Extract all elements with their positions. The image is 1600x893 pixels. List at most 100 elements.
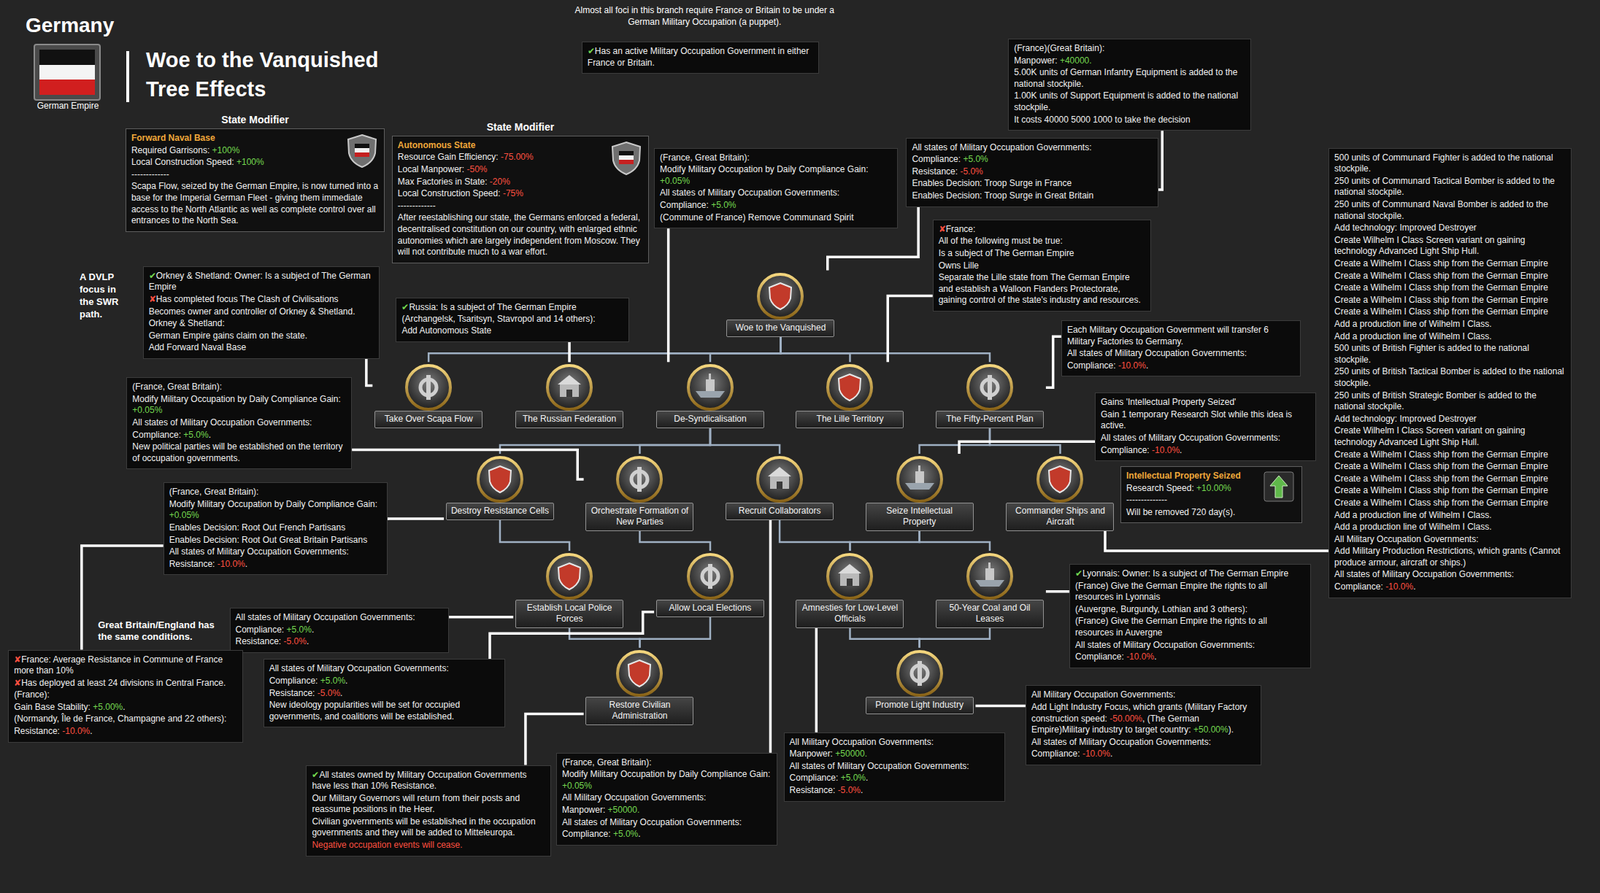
text-run: The Lille Territory bbox=[816, 413, 884, 425]
icon-ring bbox=[1037, 457, 1082, 502]
effect-line: Negative occupation events will cease. bbox=[311, 840, 546, 852]
leader-line bbox=[448, 616, 514, 619]
icon-glyph bbox=[915, 471, 925, 484]
focus-plaque: Promote Light Industry bbox=[865, 697, 974, 715]
icon-glyph bbox=[708, 373, 711, 381]
focus-node: Recruit Collaborators bbox=[723, 454, 836, 521]
icon-disc bbox=[547, 365, 592, 410]
effect-line: Create a Wilhelm I Class ship from the G… bbox=[1334, 449, 1566, 462]
effect-tooltip: Each Military Occupation Government will… bbox=[1061, 320, 1302, 377]
focus-node: The Fifty-Percent Plan bbox=[933, 362, 1046, 429]
tree-line bbox=[710, 428, 780, 455]
tree-line bbox=[919, 531, 990, 552]
text-run: Create a Wilhelm I Class ship from the G… bbox=[1334, 449, 1549, 460]
focus-name: The Fifty-Percent Plan bbox=[939, 413, 1041, 425]
text-run: 1.00K units of Support Equipment is adde… bbox=[1013, 90, 1238, 113]
text-run: Enables Decision: Troop Surge in Great B… bbox=[911, 190, 1094, 201]
icon-glyph bbox=[557, 375, 582, 385]
value-token: +5.00% bbox=[92, 702, 123, 713]
focus-name: Destroy Resistance Cells bbox=[449, 505, 551, 517]
text-run: German Empire gains claim on the state. bbox=[148, 330, 308, 341]
effect-line: 250 units of Communard Naval Bomber is a… bbox=[1334, 199, 1566, 222]
effect-line: Gain 1 temporary Research Slot while thi… bbox=[1100, 409, 1311, 433]
text-run: Compliance: bbox=[1031, 748, 1083, 760]
effect-line: ✔Russia: Is a subject of The German Empi… bbox=[401, 302, 624, 325]
text-run: Add Autonomous State bbox=[401, 325, 492, 336]
tooltip-icon bbox=[609, 140, 644, 177]
value-token: ✘ bbox=[13, 678, 22, 689]
value-token: -5.0% bbox=[837, 785, 861, 796]
focus-plaque: Commander Ships and Aircraft bbox=[1005, 502, 1114, 532]
text-run: . bbox=[208, 429, 211, 441]
effect-line: All Military Occupation Governments: bbox=[562, 792, 772, 805]
text-run: Modify Military Occupation by Daily Comp… bbox=[562, 769, 771, 780]
value-token: +0.05% bbox=[132, 405, 163, 416]
effect-tooltip: All states of Military Occupation Govern… bbox=[263, 659, 506, 728]
text-run: Resistance: bbox=[269, 688, 318, 699]
text-run: Resistance: bbox=[13, 726, 63, 737]
leader-line bbox=[887, 295, 933, 363]
effect-line: Add Light Industry Focus, which grants (… bbox=[1031, 702, 1256, 737]
text-run: Create Wilhelm I Class Screen variant on… bbox=[1334, 235, 1525, 257]
focus-node: Take Over Scapa Flow bbox=[372, 362, 485, 429]
focus-icon bbox=[684, 551, 736, 603]
effect-line: Each Military Occupation Government will… bbox=[1067, 324, 1296, 348]
icon-glyph bbox=[985, 568, 995, 581]
effect-line: All Military Occupation Governments: bbox=[1334, 534, 1566, 546]
text-run: All states of Military Occupation Govern… bbox=[1031, 737, 1211, 748]
effect-line: Resistance: -10.0%. bbox=[169, 559, 383, 571]
text-run: All states of Military Occupation Govern… bbox=[1100, 432, 1281, 444]
effect-line: ✘France: Average Resistance in Commune o… bbox=[13, 654, 238, 678]
icon-disc bbox=[478, 457, 522, 502]
icon-glyph bbox=[846, 578, 853, 587]
focus-icon bbox=[613, 648, 665, 700]
effect-tooltip: (France, Great Britain):Modify Military … bbox=[654, 148, 898, 230]
text-run: . bbox=[122, 702, 125, 713]
leader-line bbox=[387, 518, 444, 521]
text-run: . bbox=[340, 688, 343, 699]
effect-tooltip: 500 units of Communard Fighter is added … bbox=[1328, 148, 1572, 599]
focus-icon bbox=[754, 454, 806, 506]
focus-plaque: The Russian Federation bbox=[515, 410, 624, 429]
modifier-icon bbox=[354, 152, 370, 157]
text-run: Compliance: bbox=[132, 429, 184, 441]
value-token: -5.0% bbox=[317, 688, 341, 699]
icon-disc bbox=[967, 365, 1012, 410]
text-run: Compliance: bbox=[659, 200, 711, 211]
text-run: Add a production line of Wilhelm I Class… bbox=[1334, 521, 1492, 533]
focus-icon bbox=[402, 362, 455, 414]
effect-tooltip: ✔Orkney & Shetland: Owner: Is a subject … bbox=[143, 266, 380, 360]
value-token: ✔ bbox=[401, 302, 409, 313]
focus-node: Promote Light Industry bbox=[863, 648, 976, 715]
effect-line: Add a production line of Wilhelm I Class… bbox=[1334, 318, 1566, 331]
value-token: +10.00% bbox=[1196, 483, 1232, 494]
effect-line: (France, Great Britain): bbox=[132, 381, 346, 394]
text-run: Max Factories in State: bbox=[397, 176, 490, 187]
text-run: Enables Decision: Troop Surge in France bbox=[911, 178, 1072, 189]
text-run: Compliance: bbox=[911, 154, 963, 165]
text-run: Civilian governments will be established… bbox=[311, 816, 536, 839]
text-run: Compliance: bbox=[1075, 651, 1127, 663]
effect-line: 5.00K units of German Infantry Equipment… bbox=[1013, 67, 1246, 90]
effect-line: Compliance: +5.0% bbox=[911, 154, 1152, 166]
text-run: Lyonnais: Owner: Is a subject of The Ger… bbox=[1082, 568, 1289, 579]
text-run: . bbox=[89, 726, 92, 737]
text-run: Allow Local Elections bbox=[669, 602, 752, 614]
text-run: Destroy Resistance Cells bbox=[451, 505, 549, 517]
focus-node: De-Syndicalisation bbox=[654, 362, 767, 429]
text-run: Add Military Production Restrictions, wh… bbox=[1334, 545, 1560, 568]
leader-line bbox=[366, 359, 373, 386]
text-run: (Auvergne, Burgundy, Lothian and 3 other… bbox=[1075, 604, 1248, 615]
value-token: +100% bbox=[236, 156, 265, 168]
text-run: . bbox=[1145, 360, 1149, 371]
effect-tooltip: State ModifierAutonomous StateResource G… bbox=[391, 135, 649, 264]
effect-line: Compliance: +5.0%. bbox=[269, 675, 500, 688]
text-run: All of the following must be true: bbox=[938, 235, 1063, 246]
text-run: 250 units of Communard Tactical Bomber i… bbox=[1334, 175, 1555, 198]
value-token: ✘ bbox=[938, 224, 946, 235]
value-token: -10.0% bbox=[1118, 360, 1146, 371]
text-run: All states of Military Occupation Govern… bbox=[911, 142, 1092, 153]
text-run: 250 units of Communard Naval Bomber is a… bbox=[1334, 199, 1549, 222]
icon-glyph bbox=[1048, 466, 1071, 493]
focus-plaque: Destroy Resistance Cells bbox=[445, 502, 555, 521]
